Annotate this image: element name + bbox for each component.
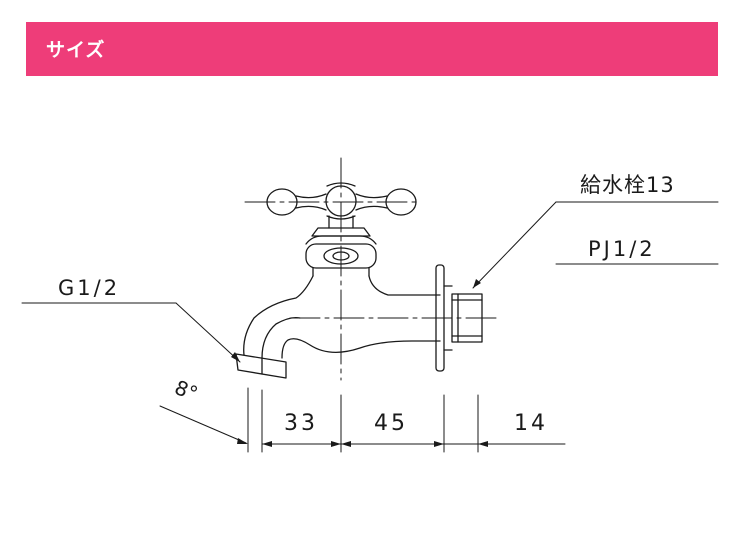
label-inlet-thread: PJ1/2 bbox=[588, 237, 656, 261]
dimension-value: 45 bbox=[374, 411, 408, 436]
section-title: サイズ bbox=[46, 39, 106, 61]
label-part-name: 給水栓13 bbox=[580, 173, 675, 197]
dimension-value: 14 bbox=[514, 411, 548, 436]
label-outlet-thread: G1/2 bbox=[58, 276, 120, 300]
spindle bbox=[305, 215, 377, 277]
inlet-thread bbox=[451, 293, 483, 343]
dimension-value: 33 bbox=[284, 411, 318, 436]
dimension-line bbox=[159, 405, 566, 445]
section-header: サイズ bbox=[26, 22, 718, 76]
label-angle: 8° bbox=[171, 375, 201, 406]
arrowheads bbox=[231, 279, 488, 447]
faucet-body bbox=[235, 275, 441, 379]
wall-flange bbox=[435, 264, 453, 372]
extension-lines bbox=[247, 387, 479, 453]
leader-lines bbox=[21, 201, 719, 363]
